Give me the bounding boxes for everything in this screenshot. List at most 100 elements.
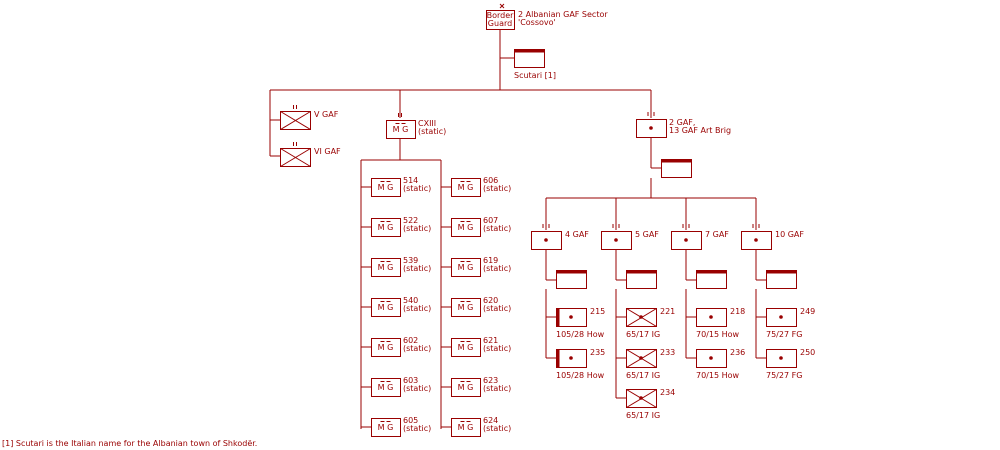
artillery-dot-icon [639, 356, 643, 360]
mg-battalion-number: 619 [483, 256, 498, 265]
artillery-dot-icon [709, 315, 713, 319]
sector-label: 'Cossovo' [518, 18, 556, 27]
mg-battalion-left-2 [371, 258, 401, 277]
mg-battalion-left-1 [371, 218, 401, 237]
mg-battalion-number: 620 [483, 296, 498, 305]
mg-battalion-note: (static) [403, 384, 431, 393]
mg-battalion-note: (static) [403, 264, 431, 273]
infantry-x-icon [280, 148, 311, 167]
artillery-dot-icon [544, 238, 548, 242]
mg-battalion-note: (static) [483, 224, 511, 233]
hq-label: Scutari [1] [514, 71, 556, 80]
cxiii-label: (static) [418, 127, 446, 136]
artillery-dot-icon [569, 356, 573, 360]
sector-label: 2 Albanian GAF Sector [518, 10, 608, 19]
mg-battalion-note: (static) [403, 344, 431, 353]
battery-weapon: 65/17 IG [626, 371, 660, 380]
footnote: [1] Scutari is the Italian name for the … [2, 439, 258, 448]
battery-number: 215 [590, 307, 605, 316]
battery-number: 234 [660, 388, 675, 397]
border-guard-symbol [486, 10, 515, 30]
hq-flag-band [556, 270, 587, 274]
mg-battalion-note: (static) [483, 344, 511, 353]
mg-battalion-note: (static) [483, 264, 511, 273]
cxiii-label: CXIII [418, 119, 436, 128]
cxiii-mg-symbol-text: M G [393, 125, 409, 134]
mg-battalion-left-4 [371, 338, 401, 357]
mg-battalion-left-2-text: M G [378, 263, 394, 272]
mg-battalion-number: 540 [403, 296, 418, 305]
artillery-dot-icon [779, 315, 783, 319]
artillery-dot-icon [684, 238, 688, 242]
mg-battalion-note: (static) [403, 224, 431, 233]
battery-weapon: 65/17 IG [626, 411, 660, 420]
artillery-dot-icon [639, 315, 643, 319]
mg-battalion-left-5-text: M G [378, 383, 394, 392]
mg-battalion-note: (static) [483, 304, 511, 313]
battery-weapon: 75/27 FG [766, 330, 802, 339]
hq-flag-band [514, 49, 545, 53]
battery-weapon: 75/27 FG [766, 371, 802, 380]
artillery-regiment-label: 4 GAF [565, 230, 589, 239]
mg-battalion-left-6-text: M G [378, 423, 394, 432]
mg-battalion-note: (static) [483, 184, 511, 193]
mg-battalion-number: 514 [403, 176, 418, 185]
mg-battalion-right-1-text: M G [458, 223, 474, 232]
border-guard-symbol-text: Guard [488, 19, 512, 28]
hq-flag-band [661, 159, 692, 163]
mg-battalion-note: (static) [403, 424, 431, 433]
cxiii-mg-symbol [386, 120, 416, 139]
artillery-dot-icon [709, 356, 713, 360]
mg-battalion-number: 522 [403, 216, 418, 225]
mg-battalion-note: (static) [483, 384, 511, 393]
v-gaf-division-label: V GAF [314, 110, 339, 119]
mg-battalion-right-3-text: M G [458, 303, 474, 312]
mg-battalion-right-2-text: M G [458, 263, 474, 272]
mg-battalion-right-5-text: M G [458, 383, 474, 392]
mg-battalion-number: 603 [403, 376, 418, 385]
artillery-dot-icon [754, 238, 758, 242]
artillery-dot-icon [639, 396, 643, 400]
art-brig-label: 13 GAF Art Brig [669, 126, 731, 135]
artillery-dot-icon [649, 126, 653, 130]
artillery-dot-icon [614, 238, 618, 242]
battery-weapon: 70/15 How [696, 371, 740, 380]
artillery-regiment-label: 5 GAF [635, 230, 659, 239]
border-guard-symbol-text: Border [487, 11, 515, 20]
artillery-regiment-label: 10 GAF [775, 230, 804, 239]
howitzer-bar [556, 349, 560, 368]
mg-battalion-note: (static) [483, 424, 511, 433]
mg-battalion-right-0 [451, 178, 481, 197]
mg-battalion-number: 605 [403, 416, 418, 425]
x-stroke [280, 111, 311, 130]
hq-flag-band [696, 270, 727, 274]
mg-battalion-number: 621 [483, 336, 498, 345]
echelon-x [499, 3, 505, 9]
battery-weapon: 105/28 How [556, 330, 605, 339]
battery-number: 250 [800, 348, 815, 357]
mg-battalion-right-3 [451, 298, 481, 317]
battery-number: 249 [800, 307, 815, 316]
mg-battalion-left-1-text: M G [378, 223, 394, 232]
mg-battalion-left-3-text: M G [378, 303, 394, 312]
battery-number: 235 [590, 348, 605, 357]
mg-battalion-right-6 [451, 418, 481, 437]
mg-battalion-left-0 [371, 178, 401, 197]
mg-battalion-left-6 [371, 418, 401, 437]
battery-weapon: 65/17 IG [626, 330, 660, 339]
battery-number: 233 [660, 348, 675, 357]
mg-battalion-left-0-text: M G [378, 183, 394, 192]
mg-battalion-right-4 [451, 338, 481, 357]
mg-battalion-number: 539 [403, 256, 418, 265]
mg-battalion-right-2 [451, 258, 481, 277]
mg-battalion-right-0-text: M G [458, 183, 474, 192]
mg-battalion-number: 624 [483, 416, 498, 425]
battery-weapon: 70/15 How [696, 330, 740, 339]
infantry-x-icon [280, 111, 311, 130]
mg-battalion-number: 606 [483, 176, 498, 185]
mg-battalion-number: 602 [403, 336, 418, 345]
mg-battalion-left-5 [371, 378, 401, 397]
mg-battalion-right-6-text: M G [458, 423, 474, 432]
howitzer-bar [556, 308, 560, 327]
mg-battalion-right-1 [451, 218, 481, 237]
